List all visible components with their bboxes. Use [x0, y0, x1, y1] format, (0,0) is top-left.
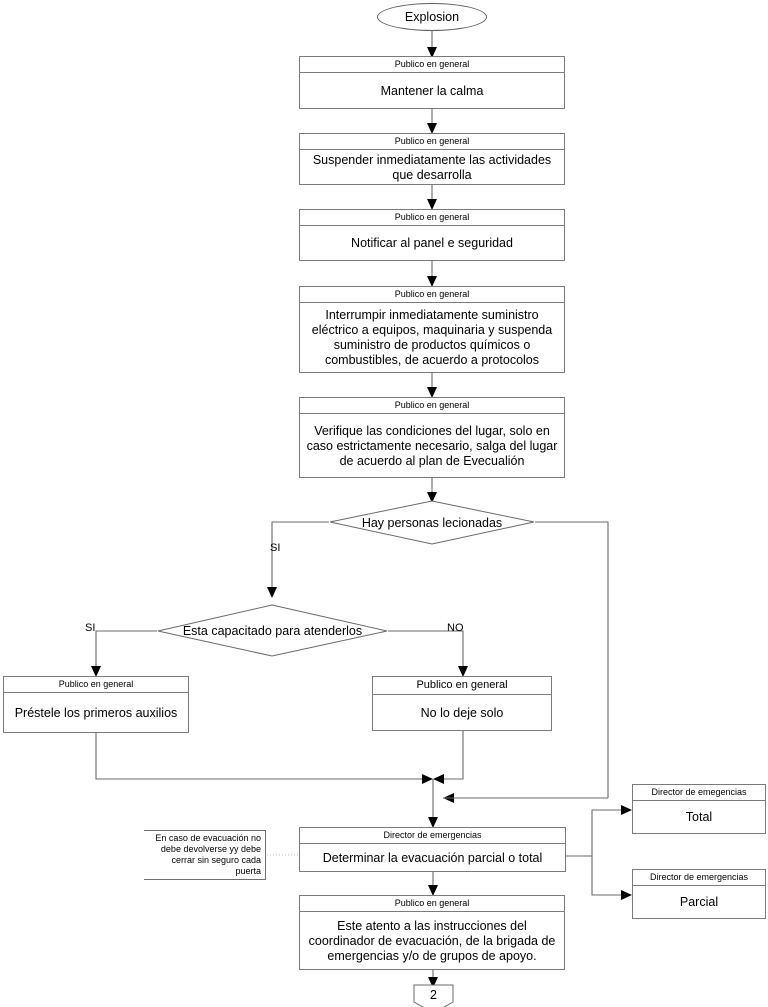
process-text: Verifique las condiciones del lugar, sol… — [306, 423, 558, 468]
process-no-lo-deje-solo[interactable]: Publico en general No lo deje solo — [372, 676, 552, 731]
process-text: Suspender inmediatamente las actividades… — [312, 152, 552, 182]
process-role-label: Director de emegencias — [633, 785, 765, 801]
process-role-label: Publico en general — [373, 677, 551, 695]
process-text: Interrumpir inmediatamente suministro el… — [311, 308, 553, 367]
process-role-label: Publico en general — [300, 287, 564, 303]
offpage-connector-2[interactable]: 2 — [413, 984, 454, 1007]
edge-label-capacitado-no: NO — [447, 622, 464, 634]
edge-label-lecionadas-si: SI — [270, 542, 281, 554]
process-text: Este atento a las instrucciones del coor… — [308, 918, 556, 963]
annotation-note-evacuacion: En caso de evacuación no debe devolverse… — [144, 830, 266, 880]
process-role-label: Publico en general — [300, 57, 564, 73]
process-role-label: Publico en general — [300, 134, 564, 150]
process-este-atento-instrucciones[interactable]: Publico en general Este atento a las ins… — [299, 895, 565, 970]
process-role-label: Publico en general — [4, 677, 188, 693]
process-evacuacion-total[interactable]: Director de emegencias Total — [632, 784, 766, 834]
edge-label-capacitado-si: SI — [85, 622, 96, 634]
process-evacuacion-parcial[interactable]: Director de emergencias Parcial — [632, 869, 766, 919]
process-text: Mantener la calma — [380, 83, 484, 98]
process-notificar-panel-seguridad[interactable]: Publico en general Notificar al panel e … — [299, 209, 565, 261]
process-determinar-evacuacion[interactable]: Director de emergencias Determinar la ev… — [299, 827, 566, 872]
process-mantener-la-calma[interactable]: Publico en general Mantener la calma — [299, 56, 565, 109]
process-text: Total — [685, 810, 713, 824]
process-verifique-condiciones[interactable]: Publico en general Verifique las condici… — [299, 397, 565, 478]
process-role-label: Publico en general — [300, 210, 564, 226]
start-terminal-explosion[interactable]: Explosion — [377, 3, 487, 31]
process-text: No lo deje solo — [420, 705, 504, 720]
decision-esta-capacitado[interactable]: Esta capacitado para atenderlos — [157, 604, 388, 658]
process-role-label: Director de emergencias — [300, 828, 565, 844]
process-role-label: Director de emergencias — [633, 870, 765, 886]
process-text: Determinar la evacuación parcial o total — [322, 850, 543, 865]
start-terminal-label: Explosion — [404, 10, 460, 24]
decision-hay-personas-lecionadas[interactable]: Hay personas lecionadas — [329, 500, 535, 546]
process-text: Parcial — [679, 895, 719, 909]
process-role-label: Publico en general — [300, 896, 564, 912]
offpage-connector-label: 2 — [430, 987, 437, 1002]
process-interrumpir-suministro[interactable]: Publico en general Interrumpir inmediata… — [299, 286, 565, 373]
process-role-label: Publico en general — [300, 398, 564, 414]
process-suspender-actividades[interactable]: Publico en general Suspender inmediatame… — [299, 133, 565, 185]
process-text: Notificar al panel e seguridad — [351, 236, 513, 250]
process-prestele-primeros-auxilios[interactable]: Publico en general Préstele los primeros… — [3, 676, 189, 733]
process-text: Préstele los primeros auxilios — [14, 705, 178, 720]
